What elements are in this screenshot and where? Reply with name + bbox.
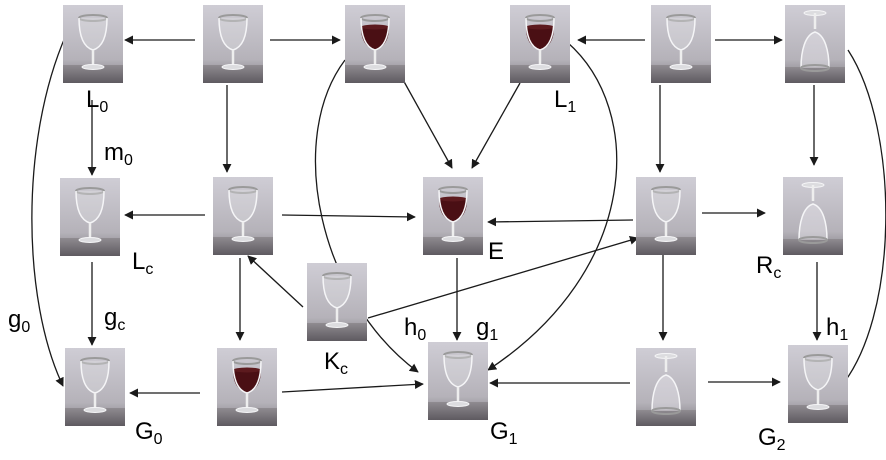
arrow xyxy=(401,77,453,169)
empty-glass-photo xyxy=(651,5,711,83)
label-L0: L0 xyxy=(86,88,108,116)
label-subscript: 0 xyxy=(21,319,31,336)
label-g1: g1 xyxy=(476,316,498,344)
inverted-glass-photo xyxy=(783,177,843,255)
label-base: L xyxy=(132,248,146,275)
label-base: L xyxy=(86,86,100,113)
label-gc: gc xyxy=(104,306,125,334)
label-Rc: Rc xyxy=(756,254,781,282)
label-base: h xyxy=(826,314,840,341)
empty-glass-photo xyxy=(636,177,696,255)
morphism-arrows xyxy=(31,34,886,398)
label-base: m xyxy=(104,139,124,166)
arrow xyxy=(281,212,416,222)
empty-glass-photo xyxy=(213,177,273,255)
label-base: h xyxy=(404,314,418,341)
empty-glass-photo xyxy=(65,348,125,426)
label-Kc: Kc xyxy=(324,350,348,378)
label-Lc: Lc xyxy=(132,250,153,278)
wine-glass-photo xyxy=(423,177,483,255)
empty-glass-photo xyxy=(428,342,488,420)
label-E: E xyxy=(488,240,504,268)
label-base: g xyxy=(476,314,490,341)
label-base: G xyxy=(758,424,777,451)
label-L1: L1 xyxy=(554,88,576,116)
label-subscript: 0 xyxy=(99,99,109,116)
arrow xyxy=(314,59,419,373)
label-base: R xyxy=(756,252,774,279)
label-subscript: c xyxy=(773,265,782,282)
label-h0: h0 xyxy=(404,316,426,344)
label-subscript: 1 xyxy=(489,327,499,344)
label-base: E xyxy=(488,238,505,265)
label-subscript: c xyxy=(117,317,126,334)
label-G1: G1 xyxy=(490,420,518,448)
arrow xyxy=(281,379,424,393)
label-G0: G0 xyxy=(135,420,163,448)
empty-glass-photo xyxy=(63,5,123,83)
label-base: K xyxy=(324,348,341,375)
label-subscript: 0 xyxy=(124,152,133,169)
empty-glass-photo xyxy=(788,345,848,423)
label-base: g xyxy=(104,304,118,331)
label-subscript: 0 xyxy=(153,431,163,448)
wine-glass-photo xyxy=(217,348,277,426)
label-subscript: c xyxy=(340,361,349,378)
empty-glass-photo xyxy=(60,178,120,256)
arrow xyxy=(31,34,67,387)
wine-glass-photo xyxy=(345,5,405,83)
label-h1: h1 xyxy=(826,316,848,344)
label-G2: G2 xyxy=(758,426,786,454)
empty-glass-photo xyxy=(203,5,263,83)
wine-glass-photo xyxy=(510,5,570,83)
label-g0: g0 xyxy=(8,308,30,336)
label-m0: m0 xyxy=(104,141,133,169)
arrow xyxy=(487,41,618,371)
label-subscript: 1 xyxy=(508,431,518,448)
label-base: G xyxy=(490,418,509,445)
empty-glass-photo xyxy=(307,263,367,341)
label-subscript: 1 xyxy=(839,327,849,344)
label-base: g xyxy=(8,306,22,333)
inverted-glass-photo xyxy=(636,348,696,426)
label-subscript: 0 xyxy=(417,327,427,344)
arrow xyxy=(247,255,304,308)
inverted-glass-photo xyxy=(785,5,845,83)
label-subscript: 2 xyxy=(776,437,786,454)
arrow xyxy=(367,235,639,319)
arrow xyxy=(487,217,634,227)
label-base: L xyxy=(554,86,568,113)
arrow xyxy=(471,82,521,169)
label-base: G xyxy=(135,418,154,445)
label-subscript: 1 xyxy=(567,99,577,116)
label-subscript: c xyxy=(145,261,154,278)
